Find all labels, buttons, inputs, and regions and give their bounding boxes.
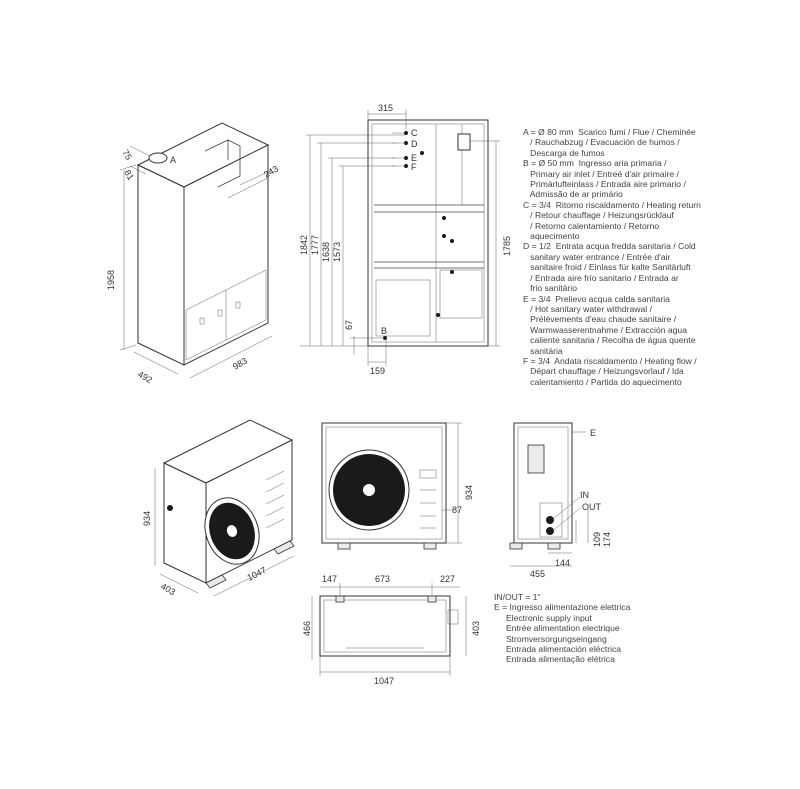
indoor-legend-line: F = 3/4 Andata riscaldamento / Heating f… xyxy=(523,355,697,366)
front-bottom-height: 67 xyxy=(344,320,354,330)
indoor-connections-legend: A = Ø 80 mm Scarico fumi / Flue / Chemin… xyxy=(523,127,723,387)
top-right-depth: 403 xyxy=(471,621,481,636)
side-dim-455: 455 xyxy=(530,569,545,579)
outdoor-legend-line: Stromversorgungseingang xyxy=(494,633,607,644)
indoor-legend-line: aquecimento xyxy=(523,231,580,242)
indoor-legend-line: Warmwasserentnahme / Extracción agua xyxy=(523,324,687,335)
indoor-width-dim: 983 xyxy=(231,356,249,372)
flue-offset-75: 75 xyxy=(120,148,134,162)
side-dim-109: 109 xyxy=(592,532,602,547)
connection-label-d: D xyxy=(411,139,418,149)
outdoor-legend-line: IN/OUT = 1" xyxy=(494,592,541,602)
indoor-legend-line: sanitaire froid / Einlass für kalte Sani… xyxy=(523,262,691,273)
indoor-legend-line: Descarga de fumos xyxy=(523,147,605,158)
top-dim-227: 227 xyxy=(440,574,455,584)
front-height-1777: 1777 xyxy=(310,235,320,255)
indoor-legend-line: C = 3/4 Ritorno riscaldamento / Heating … xyxy=(523,199,701,210)
indoor-legend-line: B = Ø 50 mm Ingresso aria primaria / xyxy=(523,158,667,169)
front-height-1842: 1842 xyxy=(299,235,309,255)
indoor-height-dim: 1958 xyxy=(106,270,116,290)
outdoor-front-offset: 87 xyxy=(452,505,462,515)
flue-label-a: A xyxy=(170,155,176,165)
outdoor-unit-top-view: 147 673 227 466 403 1047 xyxy=(302,574,481,686)
indoor-legend-line: frio sanitário xyxy=(523,283,577,294)
front-right-height: 1785 xyxy=(502,236,512,256)
indoor-legend-line: / Hot sanitary water withdrawal / xyxy=(523,303,652,314)
outdoor-depth-dim: 403 xyxy=(159,581,177,597)
indoor-legend-line: Primärlufteinlass / Entrada aire primari… xyxy=(523,179,686,190)
power-entry-label-e: E xyxy=(590,428,596,438)
connection-label-c: C xyxy=(411,128,418,138)
indoor-legend-line: / Rauchabzug / Evacuación de humos / xyxy=(523,137,680,148)
outdoor-legend-line: Electronic supply input xyxy=(494,612,592,623)
top-dim-147: 147 xyxy=(322,574,337,584)
side-dim-174: 174 xyxy=(602,532,612,547)
top-left-depth: 466 xyxy=(302,621,312,636)
flue-offset-81: 81 xyxy=(122,168,136,182)
connection-label-f: F xyxy=(411,162,417,172)
indoor-legend-line: / Retour chauffage / Heizungsrücklauf xyxy=(523,210,674,221)
indoor-legend-line: sanitary water entrance / Entrée d'air xyxy=(523,251,671,262)
outdoor-front-height: 934 xyxy=(464,485,474,500)
outdoor-unit-side-view: E IN OUT 109 174 144 455 xyxy=(509,422,612,579)
outdoor-unit-front-view: 934 87 xyxy=(321,422,474,550)
side-dim-144: 144 xyxy=(555,558,570,568)
indoor-legend-line: calentamiento / Partida do aquecimento xyxy=(523,376,682,387)
connection-label-e: E xyxy=(411,153,417,163)
indoor-unit-front-view: C D E F B 315 1842 1777 1638 1573 1785 6… xyxy=(299,103,512,376)
indoor-legend-line: A = Ø 80 mm Scarico fumi / Flue / Chemin… xyxy=(523,127,696,137)
indoor-depth-dim: 492 xyxy=(136,369,154,385)
outdoor-legend-line: E = Ingresso alimentazione elettrica xyxy=(494,602,631,613)
indoor-unit-isometric: 1958 75 81 A 243 492 983 xyxy=(106,122,280,385)
indoor-legend-line: D = 1/2 Entrata acqua fredda sanitaria /… xyxy=(523,241,696,252)
top-dim-673: 673 xyxy=(375,574,390,584)
outdoor-connections-legend: IN/OUT = 1"E = Ingresso alimentazione el… xyxy=(494,592,694,665)
outdoor-legend-line: Entrée alimentation electrique xyxy=(494,623,620,634)
outdoor-height-dim: 934 xyxy=(142,511,152,526)
inlet-label-b: B xyxy=(381,326,387,336)
outdoor-unit-isometric: 934 403 1047 xyxy=(142,419,295,597)
front-height-1573: 1573 xyxy=(332,242,342,262)
indoor-legend-line: Primary air inlet / Entreé d'air primair… xyxy=(523,168,679,179)
label-in: IN xyxy=(580,490,589,500)
front-top-width: 315 xyxy=(378,103,393,113)
indoor-legend-line: E = 3/4 Prelievo acqua calda sanitaria xyxy=(523,293,670,304)
indoor-legend-line: / Retorno calentamiento / Retorno xyxy=(523,220,660,231)
front-bottom-width: 159 xyxy=(370,366,385,376)
outdoor-legend-line: Entrada alimentación eléctrica xyxy=(494,644,622,655)
indoor-legend-line: sanitária xyxy=(523,345,563,356)
outdoor-legend-line: Entrada alimentação elétrica xyxy=(494,654,615,665)
top-bottom-width: 1047 xyxy=(374,676,394,686)
indoor-legend-line: Départ chauffage / Heizungsvorlauf / Ida xyxy=(523,366,684,377)
indoor-legend-line: Prélèvements d'eau chaude sanitaire / xyxy=(523,314,677,325)
indoor-legend-line: Admissão de ar primário xyxy=(523,189,623,200)
label-out: OUT xyxy=(582,502,602,512)
outdoor-width-dim: 1047 xyxy=(245,565,267,583)
front-height-1638: 1638 xyxy=(321,242,331,262)
indoor-legend-line: caliente sanitaria / Recolha de água que… xyxy=(523,335,696,346)
indoor-legend-line: / Entrada aire frío sanitario / Entrada … xyxy=(523,272,679,283)
